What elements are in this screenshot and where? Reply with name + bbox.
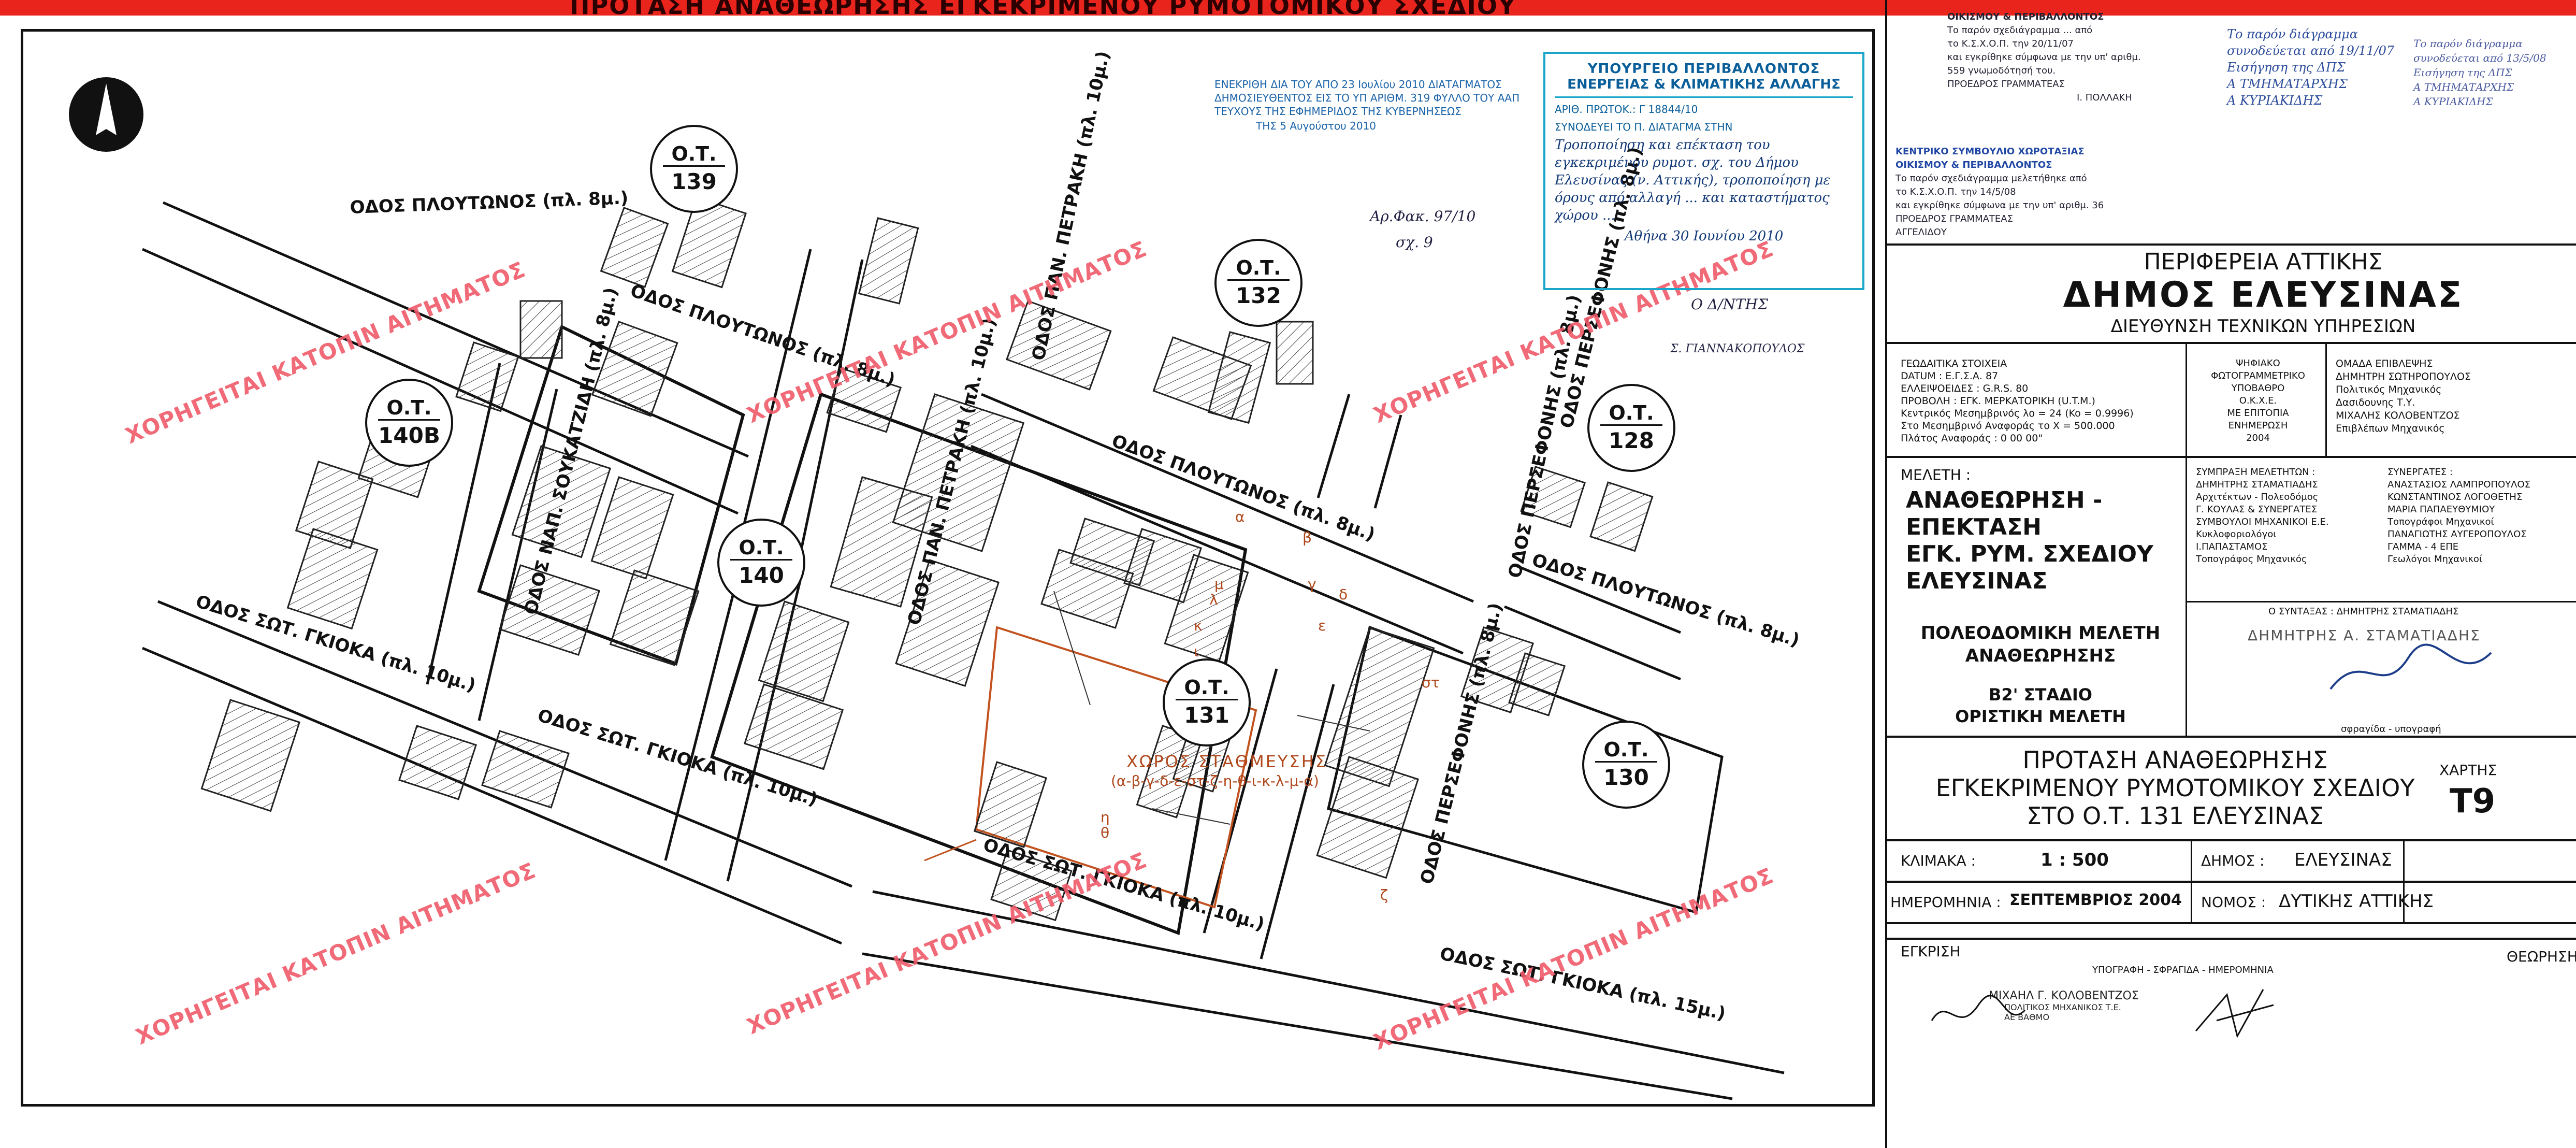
municipality-value: ΕΛΕΥΣΙΝΑΣ bbox=[2294, 850, 2392, 870]
ministry-date: Αθήνα 30 Ιουνίου 2010 bbox=[1624, 228, 1784, 244]
point-label: ι bbox=[1194, 643, 1199, 660]
point-label: κ bbox=[1194, 617, 1203, 634]
dimension-lines bbox=[1053, 591, 1370, 825]
council-stamp-1: ΟΙΚΙΣΜΟΥ & ΠΕΡΙΒΑΛΛΟΝΤΟΣ Το παρόν σχεδιά… bbox=[1947, 11, 2141, 103]
study-collaborators: ΣΥΝΕΡΓΑΤΕΣ : ΑΝΑΣΤΑΣΙΟΣ ΛΑΜΠΡΟΠΟΥΛΟΣ ΚΩΝ… bbox=[2387, 467, 2530, 565]
north-arrow-icon bbox=[69, 77, 143, 152]
watermark: ΧΟΡΗΓΕΙΤΑΙ ΚΑΤΟΠΙΝ ΑΙΤΗΜΑΤΟΣ bbox=[743, 847, 1151, 1040]
signature-icon bbox=[2195, 989, 2274, 1039]
council-stamp-2: ΚΕΝΤΡΙΚΟ ΣΥΜΒΟΥΛΙΟ ΧΩΡΟΤΑΞΙΑΣ ΟΙΚΙΣΜΟΥ &… bbox=[1895, 146, 2104, 238]
prefecture-value: ΔΥΤΙΚΗΣ ΑΤΤΙΚΗΣ bbox=[2279, 891, 2434, 912]
street-label: ΟΔΟΣ ΝΑΠ. ΣΟΥΚΑΤΖΙΔΗ (πλ. 8μ.) bbox=[520, 285, 622, 617]
study-stage: Β2' ΣΤΑΔΙΟ ΟΡΙΣΤΙΚΗ ΜΕΛΕΤΗ bbox=[1955, 685, 2126, 726]
ministry-handwritten-note: Τροποποίηση και επέκταση του εγκεκριμένο… bbox=[1555, 137, 1831, 223]
approval-label: ΕΓΚΡΙΣΗ bbox=[1901, 943, 1961, 960]
street-label: ΟΔΟΣ ΠΛΟΥΤΩΝΟΣ (πλ. 8μ.) bbox=[350, 188, 629, 218]
scale-value: 1 : 500 bbox=[2040, 850, 2109, 870]
street-label: ΟΔΟΣ ΠΑΝ. ΠΕΤΡΑΚΗ (πλ. 10μ.) bbox=[1028, 49, 1114, 363]
municipality-label: ΔΗΜΟΣ : bbox=[2201, 852, 2265, 869]
block-label-139: Ο.Τ.139 bbox=[650, 125, 738, 213]
handwritten-note-right-2: Το παρόν διάγραμμα συνοδεύεται από 13/5/… bbox=[2413, 37, 2546, 108]
approval-line: ΤΕΥΧΟΥΣ ΤΗΣ ΕΦΗΜΕΡΙΔΟΣ ΤΗΣ ΚΥΒΕΡΝΗΣΕΩΣ bbox=[1214, 105, 1461, 118]
point-label: μ bbox=[1214, 576, 1224, 593]
approval-line: ΕΝΕΚΡΙΘΗ ΔΙΑ ΤΟΥ ΑΠΟ 23 Ιουλίου 2010 ΔΙΑ… bbox=[1214, 78, 1502, 91]
municipality-name: ΔΗΜΟΣ ΕΛΕΥΣΙΝΑΣ bbox=[2063, 275, 2464, 315]
date-label: ΗΜΕΡΟΜΗΝΙΑ : bbox=[1890, 894, 2001, 911]
street-label: ΟΔΟΣ ΠΛΟΥΤΩΝΟΣ (πλ. 8μ.) bbox=[1109, 431, 1378, 546]
watermark: ΧΟΡΗΓΕΙΤΑΙ ΚΑΤΟΠΙΝ ΑΙΤΗΜΑΤΟΣ bbox=[743, 236, 1151, 428]
date-value: ΣΕΠΤΕΜΒΡΙΟΣ 2004 bbox=[2009, 891, 2182, 909]
street-label: ΟΔΟΣ ΠΕΡΣΕΦΟΝΗΣ (πλ. 8μ.) bbox=[1416, 600, 1507, 886]
ministry-stamp: ΥΠΟΥΡΓΕΙΟ ΠΕΡΙΒΑΛΛΟΝΤΟΣ ΕΝΕΡΓΕΙΑΣ & ΚΛΙΜ… bbox=[1543, 52, 1864, 290]
signature-icon bbox=[1931, 995, 2026, 1021]
signer-note: Σ. ΓΙΑΝΝΑΚΟΠΟΥΛΟΣ bbox=[1670, 342, 1805, 355]
study-label: ΜΕΛΕΤΗ : bbox=[1901, 466, 1971, 483]
point-label: δ bbox=[1339, 586, 1348, 603]
buildings bbox=[200, 196, 1654, 922]
study-subtitle: ΠΟΛΕΟΔΟΜΙΚΗ ΜΕΛΕΤΗ ΑΝΑΘΕΩΡΗΣΗΣ bbox=[1920, 623, 2161, 666]
seal-caption: σφραγίδα - υπογραφή bbox=[2341, 724, 2441, 735]
point-label: στ bbox=[1422, 674, 1440, 691]
directorate-name: ΔΙΕΥΘΥΝΣΗ ΤΕΧΝΙΚΩΝ ΥΠΗΡΕΣΙΩΝ bbox=[2110, 316, 2416, 337]
sign-caption: ΥΠΟΓΡΑΦΗ - ΣΦΡΑΓΙΔΑ - ΗΜΕΡΟΜΗΝΙΑ bbox=[2092, 965, 2274, 975]
block-label-140: Ο.Τ.140 bbox=[717, 519, 805, 607]
title-block: ΟΙΚΙΣΜΟΥ & ΠΕΡΙΒΑΛΛΟΝΤΟΣ Το παρόν σχεδιά… bbox=[1885, 0, 2576, 1148]
approval-line: ΔΗΜΟΣΙΕΥΘΕΝΤΟΣ ΕΙΣ ΤΟ ΥΠ ΑΡΙΘΜ. 319 ΦΥΛΛ… bbox=[1214, 92, 1520, 104]
prefecture-label: ΝΟΜΟΣ : bbox=[2201, 894, 2266, 911]
point-label: α bbox=[1235, 508, 1245, 525]
study-title: ΑΝΑΘΕΩΡΗΣΗ - ΕΠΕΚΤΑΣΗ ΕΓΚ. ΡΥΜ. ΣΧΕΔΙΟΥ … bbox=[1906, 487, 2153, 594]
street-label: ΟΔΟΣ ΠΛΟΥΤΩΝΟΣ (πλ. 8μ.) bbox=[1529, 550, 1802, 651]
block-label-131: Ο.Τ.131 bbox=[1163, 658, 1251, 747]
parking-points: (α-β-γ-δ-ε-στ-ζ-η-θ-ι-κ-λ-μ-α) bbox=[1111, 772, 1319, 790]
geodetic-data: ΓΕΩΔΑΙΤΙΚΑ ΣΤΟΙΧΕΙΑ DATUM : Ε.Γ.Σ.Α. 87 … bbox=[1901, 358, 2134, 444]
watermark: ΧΟΡΗΓΕΙΤΑΙ ΚΑΤΟΠΙΝ ΑΙΤΗΜΑΤΟΣ bbox=[122, 256, 529, 449]
file-number-note: Αρ.Φακ. 97/10 bbox=[1370, 208, 1476, 225]
scale-label: ΚΛΙΜΑΚΑ : bbox=[1901, 852, 1976, 869]
block-label-130: Ο.Τ.130 bbox=[1582, 721, 1670, 809]
approver-stamp: ΜΙΧΑΗΛ Γ. ΚΟΛΟΒΕΝΤΖΟΣ ΠΟΛΙΤΙΚΟΣ ΜΗΧΑΝΙΚΟ… bbox=[1927, 989, 2165, 1022]
handwritten-note-right-1: Το παρόν διάγραμμα συνοδεύεται από 19/11… bbox=[2227, 27, 2395, 108]
photogrammetry-info: ΨΗΦΙΑΚΟ ΦΩΤΟΓΡΑΜΜΕΤΡΙΚΟ ΥΠΟΒΑΘΡΟ Ο.Κ.Χ.Ε… bbox=[2211, 358, 2305, 443]
block-label-132: Ο.Τ.132 bbox=[1214, 239, 1303, 327]
point-label: λ bbox=[1209, 591, 1218, 608]
top-red-banner: ΠΡΟΤΑΣΗ ΑΝΑΘΕΩΡΗΣΗΣ ΕΓΚΕΚΡΙΜΕΝΟΥ ΡΥΜΟΤΟΜ… bbox=[0, 0, 2576, 20]
map-frame: ΟΔΟΣ ΠΛΟΥΤΩΝΟΣ (πλ. 8μ.) ΟΔΟΣ ΠΛΟΥΤΩΝΟΣ … bbox=[21, 29, 1875, 1107]
compiler-name: Ο ΣΥΝΤΑΞΑΣ : ΔΗΜΗΤΡΗΣ ΣΤΑΜΑΤΙΑΔΗΣ bbox=[2268, 606, 2459, 617]
proposal-title: ΠΡΟΤΑΣΗ ΑΝΑΘΕΩΡΗΣΗΣ ΕΓΚΕΚΡΙΜΕΝΟΥ ΡΥΜΟΤΟΜ… bbox=[1935, 746, 2415, 830]
watermark: ΧΟΡΗΓΕΙΤΑΙ ΚΑΤΟΠΙΝ ΑΙΤΗΜΑΤΟΣ bbox=[1370, 863, 1777, 1055]
sheet-number: Τ9 bbox=[2450, 782, 2496, 821]
point-label: η bbox=[1101, 809, 1110, 826]
ministry-name-line1: ΥΠΟΥΡΓΕΙΟ ΠΕΡΙΒΑΛΛΟΝΤΟΣ bbox=[1587, 61, 1820, 77]
watermark: ΧΟΡΗΓΕΙΤΑΙ ΚΑΤΟΠΙΝ ΑΙΤΗΜΑΤΟΣ bbox=[132, 857, 540, 1050]
approval-line: ΤΗΣ 5 Αυγούστου 2010 bbox=[1256, 120, 1377, 132]
street-label: ΟΔΟΣ ΠΑΝ. ΠΕΤΡΑΚΗ (πλ. 10μ.) bbox=[904, 315, 1001, 627]
study-authors: ΣΥΜΠΡΑΞΗ ΜΕΛΕΤΗΤΩΝ : ΔΗΜΗΤΡΗΣ ΣΤΑΜΑΤΙΑΔΗ… bbox=[2196, 467, 2329, 565]
map-drawing bbox=[69, 77, 1785, 1100]
point-label: β bbox=[1303, 529, 1312, 546]
street-label: ΟΔΟΣ ΣΩΤ. ΓΚΙΟΚΑ (πλ. 10μ.) bbox=[193, 591, 479, 696]
point-label: θ bbox=[1101, 824, 1110, 841]
supervision-team: ΟΜΑΔΑ ΕΠΙΒΛΕΨΗΣ ΔΗΜΗΤΡΗ ΣΩΤΗΡΟΠΟΥΛΟΣ Πολ… bbox=[2336, 358, 2471, 434]
drawing-number-note: σχ. 9 bbox=[1396, 234, 1433, 251]
banner-title: ΠΡΟΤΑΣΗ ΑΝΑΘΕΩΡΗΣΗΣ ΕΓΚΕΚΡΙΜΕΝΟΥ ΡΥΜΟΤΟΜ… bbox=[570, 0, 1517, 20]
block-label-140b: Ο.Τ.140Β bbox=[365, 379, 453, 467]
signature-icon bbox=[2329, 643, 2492, 690]
map-labels: ΟΔΟΣ ΠΛΟΥΤΩΝΟΣ (πλ. 8μ.) ΟΔΟΣ ΠΛΟΥΤΩΝΟΣ … bbox=[23, 32, 1877, 1109]
protocol-number: ΑΡΙΘ. ΠΡΩΤΟΚ.: Γ 18844/10 bbox=[1555, 103, 1698, 116]
parking-title: ΧΩΡΟΣ ΣΤΑΘΜΕΥΣΗΣ bbox=[1126, 752, 1327, 771]
point-label: ζ bbox=[1380, 886, 1388, 903]
point-label: ε bbox=[1318, 617, 1326, 634]
engineer-stamp: ΔΗΜΗΤΡΗΣ Α. ΣΤΑΜΑΤΙΑΔΗΣ bbox=[2206, 627, 2496, 715]
review-label: ΘΕΩΡΗΣΗ bbox=[2507, 948, 2576, 965]
region-name: ΠΕΡΙΦΕΡΕΙΑ ΑΤΤΙΚΗΣ bbox=[2144, 249, 2383, 275]
ministry-name-line2: ΕΝΕΡΓΕΙΑΣ & ΚΛΙΜΑΤΙΚΗΣ ΑΛΛΑΓΗΣ bbox=[1555, 77, 1853, 98]
point-label: γ bbox=[1308, 576, 1316, 593]
director-note: Ο Δ/ΝΤΗΣ bbox=[1691, 296, 1768, 313]
block-label-128: Ο.Τ.128 bbox=[1587, 384, 1675, 472]
attached-note: ΣΥΝΟΔΕΥΕΙ ΤΟ Π. ΔΙΑΤΑΓΜΑ ΣΤΗΝ bbox=[1555, 121, 1733, 133]
street-label: ΟΔΟΣ ΣΩΤ. ΓΚΙΟΚΑ (πλ. 10μ.) bbox=[535, 705, 820, 810]
sheet-label: ΧΑΡΤΗΣ bbox=[2439, 762, 2497, 779]
